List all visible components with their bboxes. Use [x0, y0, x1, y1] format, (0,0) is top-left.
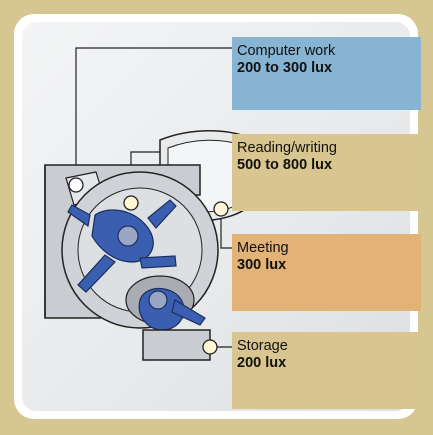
marker-computer — [68, 177, 84, 193]
location-markers — [68, 177, 229, 355]
callout-lux: 200 lux — [237, 355, 287, 371]
storage-cabinet — [142, 329, 211, 361]
callout-lux: 500 to 800 lux — [237, 157, 333, 173]
marker-reading — [123, 195, 139, 211]
callout-name: Meeting — [237, 240, 289, 256]
marker-storage — [202, 339, 218, 355]
marker-meeting — [213, 201, 229, 217]
callout-computer-work: Computer work 200 to 300 lux — [232, 37, 421, 110]
leader-computer — [75, 47, 232, 185]
leader-meeting — [220, 209, 232, 249]
callout-name: Computer work — [237, 43, 336, 59]
person-figure-1 — [67, 199, 177, 293]
callout-storage: Storage 200 lux — [232, 332, 421, 409]
callout-meeting: Meeting 300 lux — [232, 234, 421, 311]
callout-reading-writing: Reading/writing 500 to 800 lux — [232, 134, 421, 211]
callout-name: Reading/writing — [237, 140, 337, 156]
person-figure-2 — [138, 287, 206, 331]
callout-lux: 300 lux — [237, 257, 287, 273]
callout-lux: 200 to 300 lux — [237, 60, 333, 76]
callout-name: Storage — [237, 338, 288, 354]
